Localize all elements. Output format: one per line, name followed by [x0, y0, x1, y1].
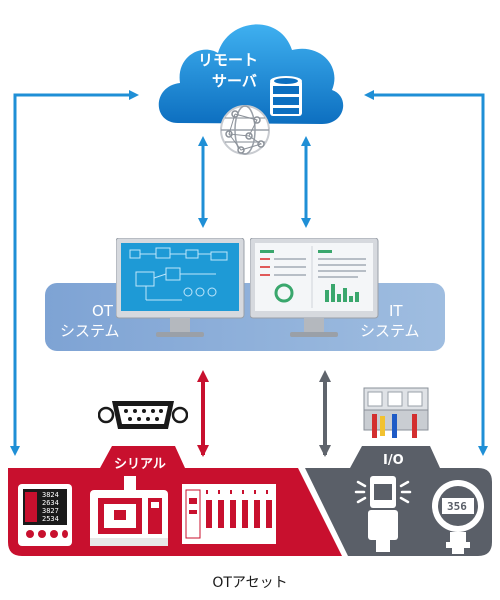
- meter-reading-2: 2634: [42, 499, 59, 507]
- cloud-title-line2: サーバ: [212, 72, 257, 90]
- meter-reading-3: 3827: [42, 507, 59, 515]
- power-meter-icon: 3824 2634 3827 2534: [18, 484, 72, 546]
- serial-connector-icon: [98, 401, 188, 429]
- network-globe-icon: [220, 105, 270, 155]
- ot-system-label-2: システム: [60, 322, 120, 340]
- sensor-light-icon: [354, 476, 412, 552]
- cnc-machine-icon: [90, 476, 168, 546]
- it-monitor-icon: [250, 238, 379, 337]
- meter-reading-4: 2534: [42, 515, 59, 523]
- ot-system-label-1: OT: [92, 302, 113, 320]
- meter-reading-1: 3824: [42, 491, 59, 499]
- it-system-label-1: IT: [389, 302, 403, 320]
- it-system-label-2: システム: [360, 322, 420, 340]
- plc-rack-icon: [182, 484, 276, 544]
- gauge-reading: 356: [447, 500, 467, 513]
- io-label: I/O: [383, 453, 404, 468]
- cloud-title-line1: リモート: [198, 51, 259, 69]
- serial-label: シリアル: [114, 457, 166, 472]
- pressure-gauge-icon: [432, 480, 484, 554]
- ot-monitor-icon: [116, 238, 245, 337]
- database-icon: [270, 76, 302, 116]
- io-module-icon: [363, 387, 429, 438]
- ot-assets-caption: OTアセット: [212, 575, 288, 591]
